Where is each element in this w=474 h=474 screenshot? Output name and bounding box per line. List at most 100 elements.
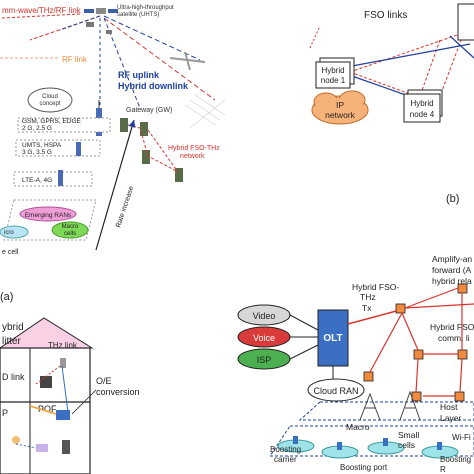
fso-link-3 <box>419 39 441 97</box>
gateway-label: Gateway (GW) <box>126 107 172 114</box>
hybrid-node-1-label-2: node 1 <box>321 76 346 85</box>
rf-uplink-label: RF uplink <box>118 70 160 80</box>
macro-label-2: cells <box>64 231 76 237</box>
small-cells-label-2: cells <box>398 440 415 450</box>
rf-link-label: RF link <box>62 55 88 64</box>
oe-pointer <box>71 389 97 415</box>
voice-label: Voice <box>253 333 275 343</box>
satellite-label-2: satellite (UHTS) <box>117 12 159 18</box>
hybrid-fso-comm-label-2: comm. li <box>438 333 470 343</box>
umts-label-2: 3 G, 3.5 G <box>22 149 52 156</box>
hybrid-fso-comm-label-1: Hybrid FSO <box>430 322 474 332</box>
small-cells-label-1: Small <box>398 430 419 440</box>
wifi-label: Wi-Fi <box>452 433 471 442</box>
small-cell-antenna-icon <box>293 436 442 450</box>
hybrid-node-1-label-1: Hybrid <box>321 66 344 75</box>
oe-label-1: O/E <box>96 376 112 386</box>
panel-b-label: (b) <box>446 193 459 205</box>
relay-node-3 <box>413 349 424 360</box>
rate-increase-label: Rate increase <box>115 185 135 228</box>
satellite-label-1: Ultra-high-throughput <box>117 5 174 11</box>
ip-network-label-1: IP <box>336 100 344 110</box>
splitter-label: litter <box>2 336 22 347</box>
boosting-carrier-label-2: carrier <box>274 455 297 464</box>
laptop-icon <box>36 444 48 452</box>
boosting-carrier-label-1: Boosting <box>270 445 301 454</box>
video-olt-line <box>289 314 319 331</box>
phone-icon <box>62 440 70 454</box>
hybrid-node-4-label-2: node 4 <box>410 110 435 119</box>
isp-label: ISP <box>257 355 272 365</box>
boosting-r-label-1: Boosting <box>440 455 471 464</box>
relay-node-1 <box>395 303 406 314</box>
pof-cable <box>29 405 57 415</box>
indoor-link-1 <box>35 365 61 385</box>
cloud-concept-icon <box>27 87 73 113</box>
boosting-r-label-2: R <box>440 465 446 474</box>
tier-lte <box>13 171 93 187</box>
fso-link-1 <box>349 33 461 73</box>
relay-node-7 <box>454 391 465 402</box>
fso-links-label: FSO links <box>364 10 407 21</box>
hybrid-node-4 <box>403 93 441 123</box>
host-layer-label-2: Layer <box>440 413 461 423</box>
gsm-label-2: 2 G, 2.5 G <box>22 125 52 132</box>
tx-label-3: Tx <box>362 303 372 313</box>
grid-mesh-icon <box>184 94 226 129</box>
cloud-concept-label-1: Cloud <box>42 94 58 100</box>
sat-link-2 <box>59 15 101 31</box>
mmwave-link-line <box>1 13 81 19</box>
ip-network-label-2: network <box>325 110 356 120</box>
amplify-label-2: forward (A <box>432 265 472 275</box>
blue-link-3 <box>449 35 474 59</box>
hybrid-node-1-front <box>315 61 351 89</box>
tx-label-1: Hybrid FSO- <box>352 282 399 292</box>
hybrid-node-4-label-1: Hybrid <box>410 99 433 108</box>
fso-link-4 <box>439 29 466 97</box>
emerging-rans-label: Emerging RANs <box>25 212 72 219</box>
person-icon <box>12 436 20 444</box>
lte-tower-icon <box>58 170 63 186</box>
panel-bottom-right: Video Voice ISP OLT Cloud RAN Hybrid FSO… <box>237 254 474 474</box>
relay-node-6 <box>411 391 422 402</box>
pof-label-left: P <box>2 408 8 418</box>
relay-node-5 <box>363 371 374 382</box>
host-layer-plane <box>298 401 474 421</box>
hybrid-fso-thz-label-1: Hybrid FSO-THz <box>168 145 220 152</box>
tier-gsm <box>17 117 111 133</box>
indoor-link-2 <box>61 365 69 413</box>
umts-label-1: UMTS, HSPA <box>22 142 62 149</box>
macro-tower-icon <box>359 390 421 421</box>
blue-link-2 <box>351 43 471 67</box>
sat-link-4 <box>103 17 216 101</box>
oe-label-2: conversion <box>96 387 140 397</box>
lower-link <box>15 443 37 449</box>
relay-links <box>369 287 474 397</box>
oe-device-icon <box>56 410 70 420</box>
d-link-label: D link <box>2 372 25 382</box>
gateway-building-icon <box>120 118 183 182</box>
gateway-fso-link-2 <box>147 129 179 173</box>
umts-tower-icon <box>76 142 81 156</box>
cloud-ran-icon <box>307 378 365 402</box>
micro-ellipse <box>0 225 29 239</box>
boosting-port-label: Boosting port <box>340 463 388 472</box>
rate-increase-arrow <box>95 119 136 251</box>
aircraft-icon <box>169 51 206 71</box>
macro-ellipse <box>51 221 89 239</box>
fso-link-2 <box>349 71 411 95</box>
ip-network-cloud-icon <box>311 90 369 125</box>
olt-tx-link <box>347 309 401 325</box>
lte-label: LTE-A, 4G <box>22 177 52 184</box>
small-cell-layer <box>269 425 474 457</box>
relay-node-4 <box>457 349 468 360</box>
host-layer-label-1: Host <box>440 402 458 412</box>
pof-label: POF <box>38 404 57 414</box>
cloud-concept-label-2: concept <box>39 101 60 107</box>
antenna-icon <box>86 22 112 34</box>
hybrid-fso-thz-label-2: network <box>180 153 205 160</box>
hybrid-node-partial <box>457 3 474 41</box>
mmwave-link-label: mm-wave/THz/RF link <box>2 6 82 15</box>
isp-olt-line <box>289 344 319 360</box>
